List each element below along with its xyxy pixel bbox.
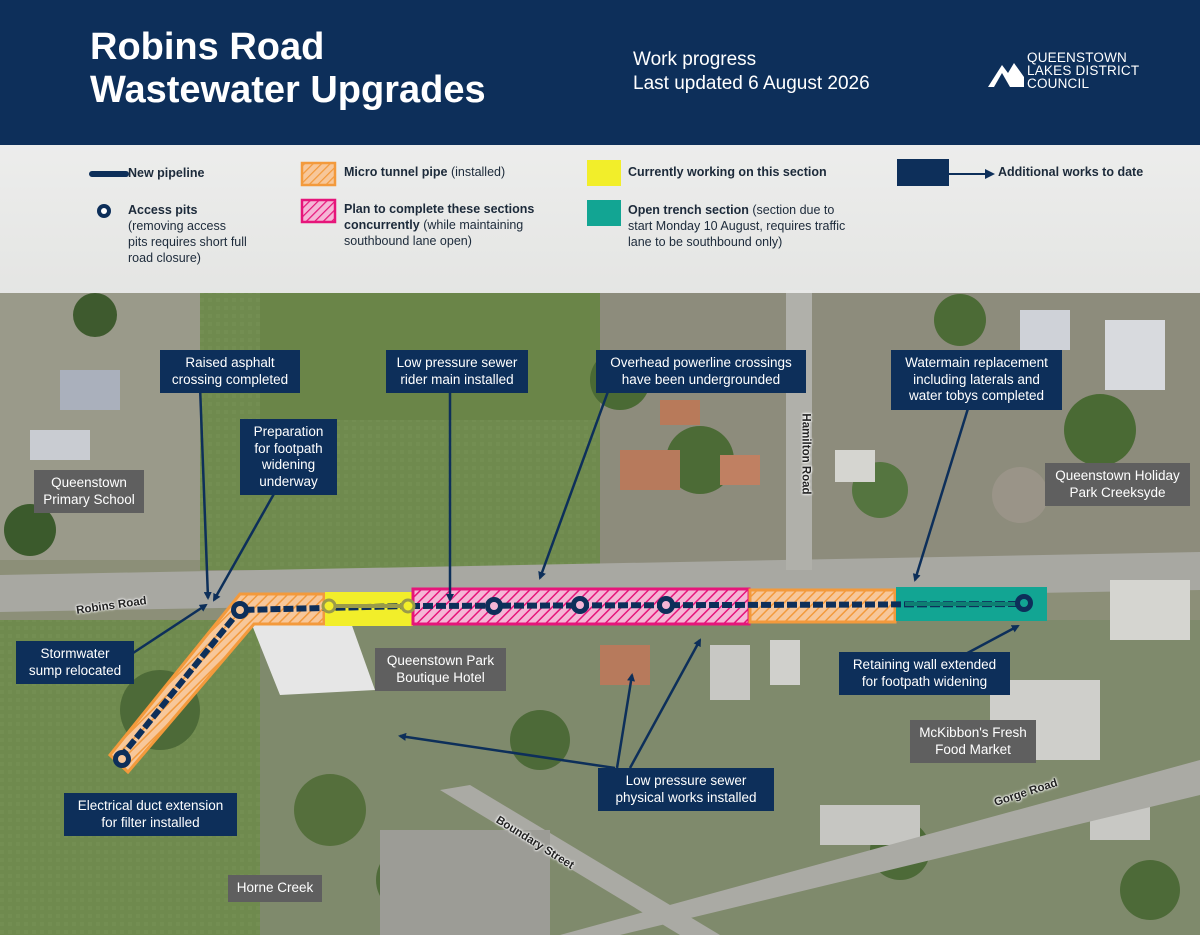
callout-stormwater: Stormwater sump relocated xyxy=(16,641,134,684)
logo-line-2: LAKES DISTRICT xyxy=(1027,63,1140,78)
callout-raised-asphalt: Raised asphalt crossing completed xyxy=(160,350,300,393)
place-primary-school: Queenstown Primary School xyxy=(34,470,144,513)
legend-access-pits: Access pits(removing access pits require… xyxy=(128,203,247,265)
legend-additional-works: Additional works to date xyxy=(998,165,1144,179)
legend-plan-complete: Plan to complete these sections concurre… xyxy=(344,202,535,248)
place-park-hotel: Queenstown Park Boutique Hotel xyxy=(375,648,506,691)
qldc-mountain-logo-icon xyxy=(988,51,1024,87)
page-title: Robins Road Wastewater Upgrades xyxy=(90,26,486,112)
callout-retaining-wall: Retaining wall extended for footpath wid… xyxy=(839,652,1010,695)
additional-works-symbol xyxy=(897,159,949,186)
title-line-1: Robins Road xyxy=(90,26,325,68)
council-logo-text: QUEENSTOWN LAKES DISTRICT COUNCIL xyxy=(1027,50,1140,91)
progress-line-1: Work progress xyxy=(633,49,757,70)
title-line-2: Wastewater Upgrades xyxy=(90,69,486,111)
open-trench-symbol xyxy=(587,200,621,226)
leader-lines xyxy=(129,385,1020,770)
work-progress: Work progress Last updated 6 August 2026 xyxy=(633,48,870,96)
callout-lp-physical: Low pressure sewer physical works instal… xyxy=(598,768,774,811)
plan-complete-symbol xyxy=(300,198,337,224)
place-horne-creek: Horne Creek xyxy=(228,875,322,902)
logo-line-1: QUEENSTOWN xyxy=(1027,50,1128,65)
callout-watermain: Watermain replacement including laterals… xyxy=(891,350,1062,410)
place-mckibbons: McKibbon's Fresh Food Market xyxy=(910,720,1036,763)
legend-micro-tunnel: Micro tunnel pipe (installed) xyxy=(344,165,506,179)
last-updated: Last updated 6 August 2026 xyxy=(633,73,870,94)
callout-rider-main: Low pressure sewer rider main installed xyxy=(386,350,528,393)
callout-electrical-duct: Electrical duct extension for filter ins… xyxy=(64,793,237,836)
place-holiday-park: Queenstown Holiday Park Creeksyde xyxy=(1045,463,1190,506)
legend-symbols xyxy=(89,159,995,226)
micro-tunnel-symbol xyxy=(300,161,337,187)
micro-tunnel-diagonal xyxy=(107,592,326,775)
callout-footpath-prep: Preparation for footpath widening underw… xyxy=(240,419,337,495)
access-pits xyxy=(113,594,1033,768)
road-label-hamilton: Hamilton Road xyxy=(799,413,812,495)
map-legend: New pipeline Access pits(removing access… xyxy=(0,145,1200,293)
new-pipeline-west xyxy=(117,603,411,760)
legend-current-work: Currently working on this section xyxy=(628,165,827,179)
logo-line-3: COUNCIL xyxy=(1027,76,1090,91)
header-banner: Robins Road Wastewater Upgrades Work pro… xyxy=(0,0,1200,145)
legend-new-pipeline: New pipeline xyxy=(128,166,205,180)
callout-powerline: Overhead powerline crossings have been u… xyxy=(596,350,806,393)
legend-open-trench: Open trench section (section due to star… xyxy=(628,203,846,249)
current-work-symbol xyxy=(587,160,621,186)
